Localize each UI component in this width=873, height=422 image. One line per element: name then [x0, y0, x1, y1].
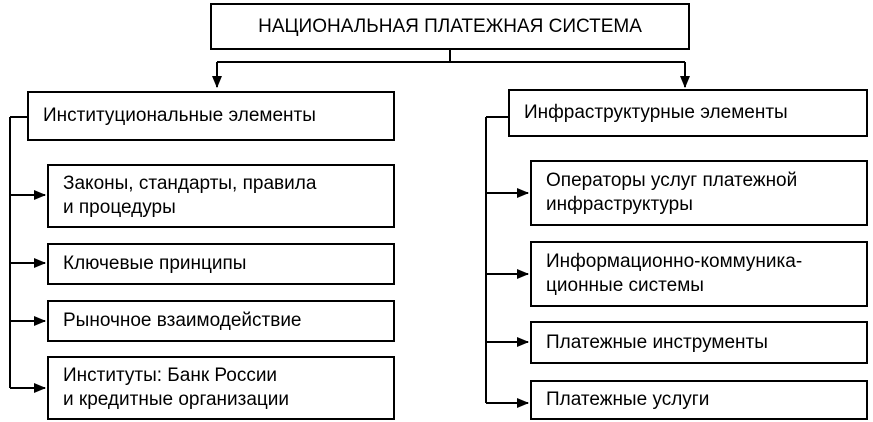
left-item-1-line1: Законы, стандарты, правила [63, 173, 317, 194]
left-item-4: Институты: Банк России и кредитные орган… [47, 356, 395, 420]
right-title-label: Инфраструктурные элементы [524, 102, 788, 123]
right-item-1-line1: Операторы услуг платежной [546, 170, 798, 191]
right-item-4-line1: Платежные услуги [546, 389, 710, 410]
right-item-2-line2: ционные системы [546, 275, 704, 296]
right-item-3: Платежные инструменты [530, 321, 868, 364]
right-item-2: Информационно-коммуника- ционные системы [530, 241, 868, 307]
right-item-2-line1: Информационно-коммуника- [546, 251, 803, 272]
right-item-4: Платежные услуги [530, 380, 868, 420]
root-label: НАЦИОНАЛЬНАЯ ПЛАТЕЖНАЯ СИСТЕМА [258, 15, 642, 37]
right-item-3-line1: Платежные инструменты [546, 331, 768, 353]
left-item-3-line1: Рыночное взаимодействие [63, 310, 302, 331]
root-box: НАЦИОНАЛЬНАЯ ПЛАТЕЖНАЯ СИСТЕМА [210, 3, 690, 50]
right-item-1: Операторы услуг платежной инфраструктуры [530, 160, 868, 226]
left-title-box: Институциональные элементы [27, 91, 395, 141]
left-item-4-line1: Институты: Банк России [63, 365, 278, 386]
left-item-4-line2: и кредитные организации [63, 389, 290, 410]
left-item-1: Законы, стандарты, правила и процедуры [47, 164, 395, 228]
left-item-1-line2: и процедуры [63, 197, 176, 218]
left-item-2: Ключевые принципы [47, 243, 395, 285]
right-item-1-line2: инфраструктуры [546, 194, 693, 215]
left-item-3: Рыночное взаимодействие [47, 300, 395, 342]
left-title-label: Институциональные элементы [43, 105, 316, 126]
left-item-2-line1: Ключевые принципы [63, 253, 247, 274]
right-title-box: Инфраструктурные элементы [508, 89, 868, 137]
